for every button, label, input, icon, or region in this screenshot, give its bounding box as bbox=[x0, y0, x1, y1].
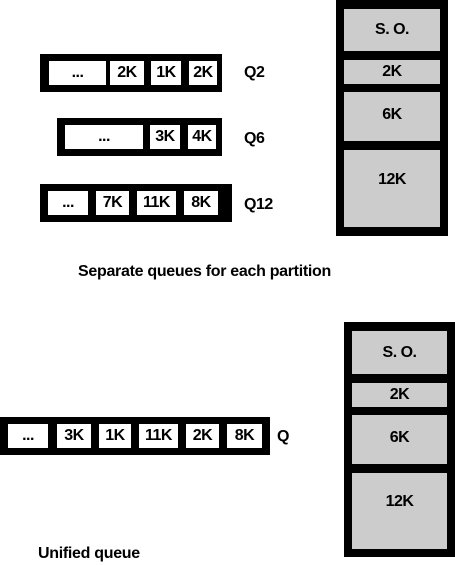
queue-q12: ... 7K 11K 8K bbox=[40, 184, 232, 222]
queue-item: ... bbox=[65, 125, 143, 149]
queue-item: 2K bbox=[189, 61, 217, 85]
queue-q2-bar: ... 2K 1K 2K bbox=[40, 54, 222, 92]
caption-separate-queues: Separate queues for each partition bbox=[78, 263, 331, 280]
queue-item: 2K bbox=[186, 424, 219, 448]
partition-os: S. O. bbox=[344, 9, 440, 51]
queue-item: 1K bbox=[151, 61, 181, 85]
queue-item: 11K bbox=[137, 191, 176, 215]
queue-unified: ... 3K 1K 11K 2K 8K bbox=[0, 417, 270, 455]
queue-label-unified: Q bbox=[277, 428, 289, 445]
memory-partitions-separate: S. O. 2K 6K 12K bbox=[336, 0, 448, 236]
queue-item: 4K bbox=[188, 125, 216, 149]
queue-item: 1K bbox=[99, 424, 131, 448]
queue-item: ... bbox=[49, 61, 106, 85]
queue-item: 8K bbox=[184, 191, 218, 215]
queue-item: 2K bbox=[110, 61, 144, 85]
queue-item: 7K bbox=[96, 191, 129, 215]
memory-partitions-unified: S. O. 2K 6K 12K bbox=[344, 322, 455, 557]
partition-2k: 2K bbox=[344, 60, 440, 84]
partition-6k: 6K bbox=[352, 415, 447, 464]
queue-label-q6: Q6 bbox=[244, 130, 265, 147]
queue-q6: ... 3K 4K bbox=[57, 118, 222, 156]
partition-12k: 12K bbox=[344, 150, 440, 227]
queue-item: 11K bbox=[139, 424, 178, 448]
queue-item: ... bbox=[48, 191, 88, 215]
queue-label-q2: Q2 bbox=[244, 64, 265, 81]
queue-item: 3K bbox=[150, 125, 180, 149]
queue-item: 8K bbox=[227, 424, 262, 448]
partition-os: S. O. bbox=[352, 331, 447, 374]
partition-2k: 2K bbox=[352, 383, 447, 407]
queue-label-q12: Q12 bbox=[244, 196, 273, 213]
caption-unified-queue: Unified queue bbox=[38, 545, 140, 562]
queue-item: ... bbox=[8, 424, 48, 448]
partition-12k: 12K bbox=[352, 473, 447, 549]
queue-item: 3K bbox=[57, 424, 91, 448]
partition-6k: 6K bbox=[344, 92, 440, 141]
